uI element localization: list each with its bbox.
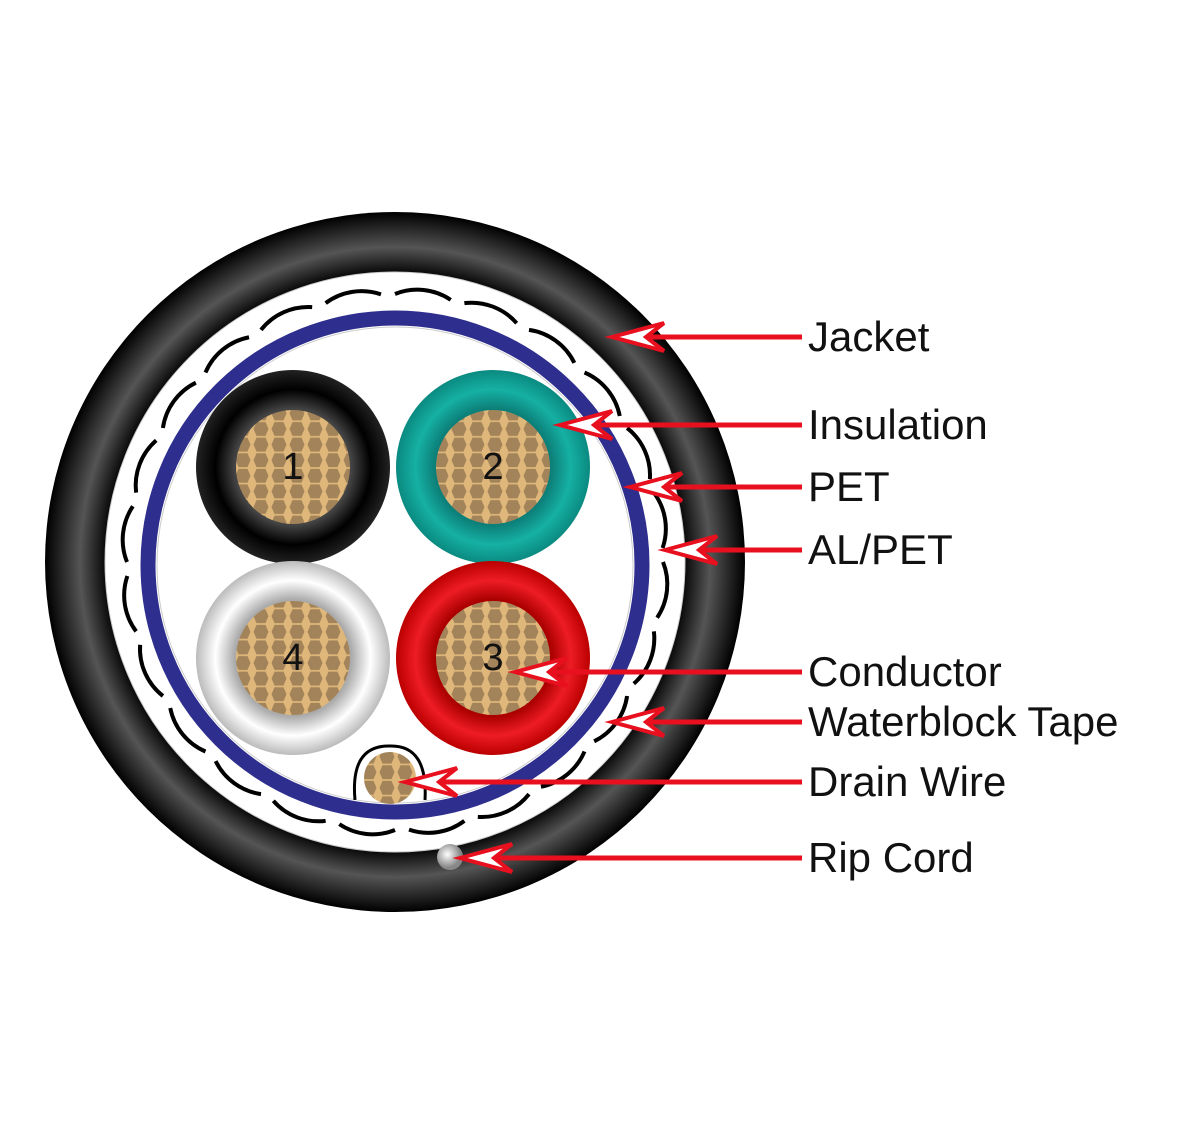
tape-wave xyxy=(394,287,452,302)
tape-wave xyxy=(408,819,466,835)
label-jacket: Jacket xyxy=(808,313,930,360)
label-al-pet: AL/PET xyxy=(808,526,953,573)
tape-wave xyxy=(652,491,668,549)
waterblock-tape-waves xyxy=(120,287,670,837)
tape-wave xyxy=(133,438,158,493)
label-waterblock-tape: Waterblock Tape xyxy=(808,698,1119,745)
arrowhead-icon xyxy=(397,766,459,798)
tape-wave xyxy=(259,305,313,332)
conductor-number: 4 xyxy=(282,637,303,679)
label-pet: PET xyxy=(808,463,890,510)
label-rip-cord: Rip Cord xyxy=(808,834,974,881)
conductor-3: 3 xyxy=(396,561,590,755)
tape-wave xyxy=(583,370,622,417)
conductor-4: 4 xyxy=(196,561,390,755)
conductor-number: 1 xyxy=(282,446,303,488)
tape-wave xyxy=(271,799,326,824)
callout-al-pet: AL/PET xyxy=(657,526,953,573)
conductor-core xyxy=(236,410,350,524)
rip-cord xyxy=(437,844,463,870)
arrowhead-icon xyxy=(604,706,666,738)
arrowhead-icon xyxy=(452,842,514,874)
callout-pet: PET xyxy=(622,463,890,510)
arrowhead-icon xyxy=(507,656,569,688)
tape-wave xyxy=(324,289,382,305)
tape-wave xyxy=(203,335,250,374)
conductor-2: 2 xyxy=(396,370,590,564)
tape-wave xyxy=(120,505,135,563)
conductor-1: 1 xyxy=(196,370,390,564)
label-insulation: Insulation xyxy=(808,401,988,448)
callout-rip-cord: Rip Cord xyxy=(452,834,974,881)
conductor-number: 2 xyxy=(482,446,503,488)
tape-wave xyxy=(528,327,577,364)
tape-wave xyxy=(338,822,396,837)
tape-wave xyxy=(632,631,657,686)
tape-wave xyxy=(464,300,519,325)
arrowhead-icon xyxy=(604,321,666,353)
label-conductor: Conductor xyxy=(808,648,1002,695)
tape-wave xyxy=(122,575,138,633)
conductor-core xyxy=(436,410,550,524)
al-pet-shield xyxy=(140,310,650,820)
drain-wire xyxy=(364,752,416,804)
callout-drain-wire: Drain Wire xyxy=(397,758,1006,805)
tape-wave xyxy=(160,380,197,429)
tape-wave xyxy=(213,760,262,797)
label-drain-wire: Drain Wire xyxy=(808,758,1006,805)
conductor-number: 3 xyxy=(482,637,503,679)
tape-wave xyxy=(168,707,207,754)
arrowhead-icon xyxy=(552,409,614,441)
conductor-core xyxy=(436,601,550,715)
callout-jacket: Jacket xyxy=(604,313,930,360)
tape-wave xyxy=(138,644,165,698)
arrowhead-icon xyxy=(657,534,719,566)
arrowhead-icon xyxy=(622,471,684,503)
tape-wave xyxy=(540,750,587,789)
callout-waterblock-tape: Waterblock Tape xyxy=(604,698,1119,745)
tape-wave xyxy=(655,561,670,619)
callout-insulation: Insulation xyxy=(552,401,988,448)
callout-conductor: Conductor xyxy=(507,648,1002,695)
tape-wave xyxy=(477,792,531,819)
conductor-core xyxy=(236,601,350,715)
tape-wave xyxy=(625,426,652,480)
